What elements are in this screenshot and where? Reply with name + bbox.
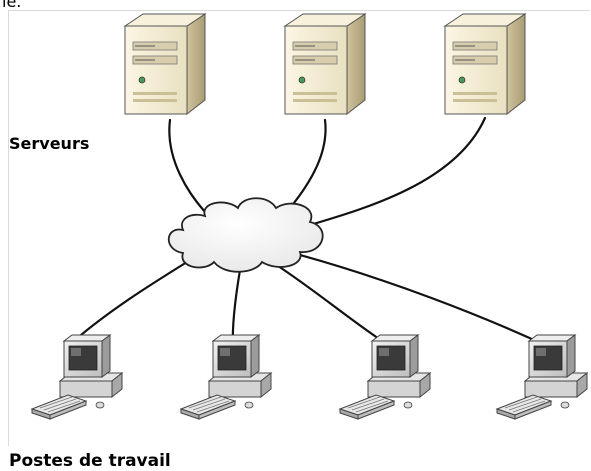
link-server-3	[298, 116, 487, 230]
servers-label: Serveurs	[9, 134, 90, 153]
link-ws-3	[273, 262, 390, 347]
server-icon	[124, 13, 206, 115]
computer-icon	[496, 334, 588, 420]
computer-icon	[180, 334, 272, 420]
computer-icon	[339, 334, 431, 420]
link-server-1	[168, 118, 207, 214]
link-server-2	[285, 118, 327, 214]
workstations-label: Postes de travail	[9, 451, 171, 471]
computer-icon	[31, 334, 123, 420]
link-ws-4	[298, 253, 547, 347]
cloud-icon	[167, 197, 324, 273]
connections	[73, 116, 547, 347]
server-icon	[444, 13, 526, 115]
link-ws-1	[73, 260, 189, 342]
server-icon	[284, 13, 366, 115]
cropped-caption: le.	[2, 0, 22, 10]
figure-border	[8, 10, 590, 446]
link-ws-2	[231, 268, 242, 347]
